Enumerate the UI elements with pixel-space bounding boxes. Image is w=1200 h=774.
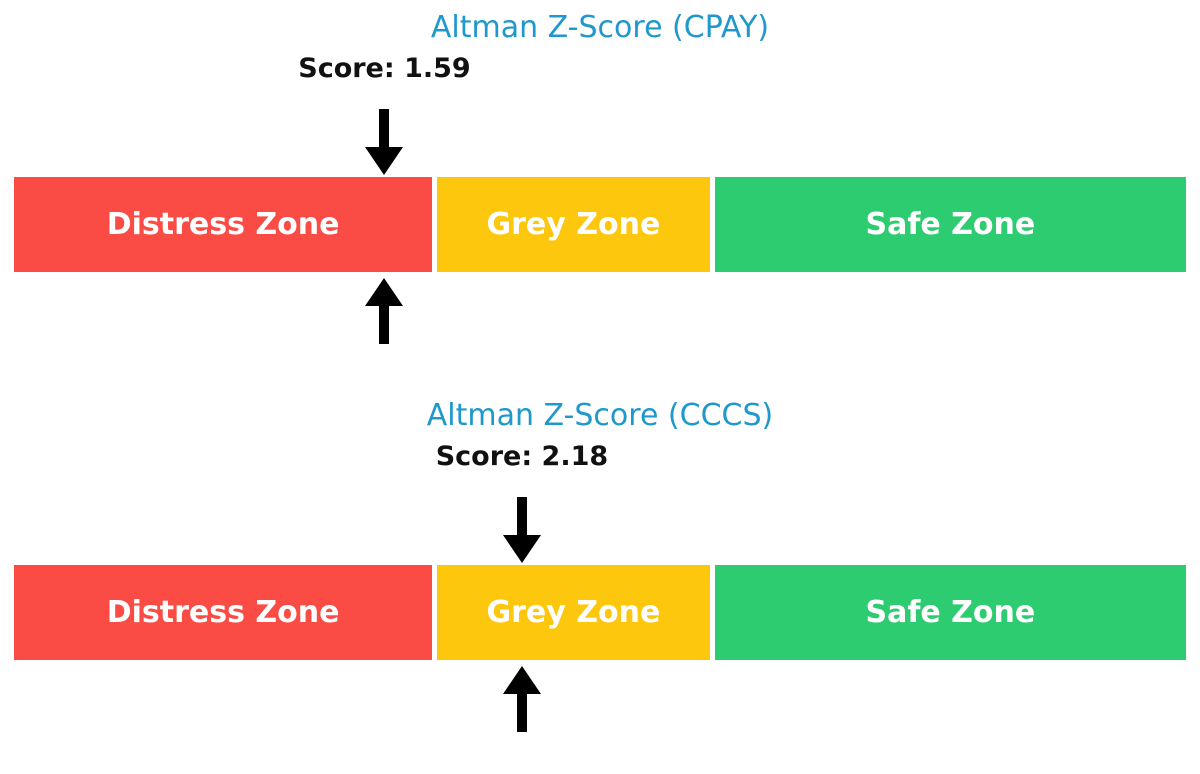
zone-grey: Grey Zone xyxy=(437,177,710,272)
zone-label: Safe Zone xyxy=(865,207,1036,242)
score-label: Score: 1.59 xyxy=(298,53,471,84)
zone-distress: Distress Zone xyxy=(14,177,433,272)
zone-label: Grey Zone xyxy=(486,595,661,630)
down-arrow-icon xyxy=(502,497,541,563)
chart-cccs: Altman Z-Score (CCCS) Score: 2.18 Distre… xyxy=(0,388,1200,774)
score-label: Score: 2.18 xyxy=(435,441,609,472)
down-arrow-icon xyxy=(365,109,404,175)
chart-title: Altman Z-Score (CPAY) xyxy=(430,10,770,45)
zone-label: Distress Zone xyxy=(106,595,340,630)
zone-safe: Safe Zone xyxy=(714,565,1186,660)
zone-bar: Distress Zone Grey Zone Safe Zone xyxy=(14,177,1186,272)
up-arrow-icon xyxy=(365,278,404,344)
zone-label: Distress Zone xyxy=(106,207,340,242)
zone-label: Safe Zone xyxy=(865,595,1036,630)
chart-title: Altman Z-Score (CCCS) xyxy=(426,398,774,433)
up-arrow-icon xyxy=(502,666,541,732)
zone-distress: Distress Zone xyxy=(14,565,433,660)
zone-grey: Grey Zone xyxy=(437,565,710,660)
chart-cpay: Altman Z-Score (CPAY) Score: 1.59 Distre… xyxy=(14,10,1186,344)
zone-bar: Distress Zone Grey Zone Safe Zone xyxy=(14,565,1186,660)
zone-safe: Safe Zone xyxy=(714,177,1186,272)
zone-label: Grey Zone xyxy=(486,207,661,242)
